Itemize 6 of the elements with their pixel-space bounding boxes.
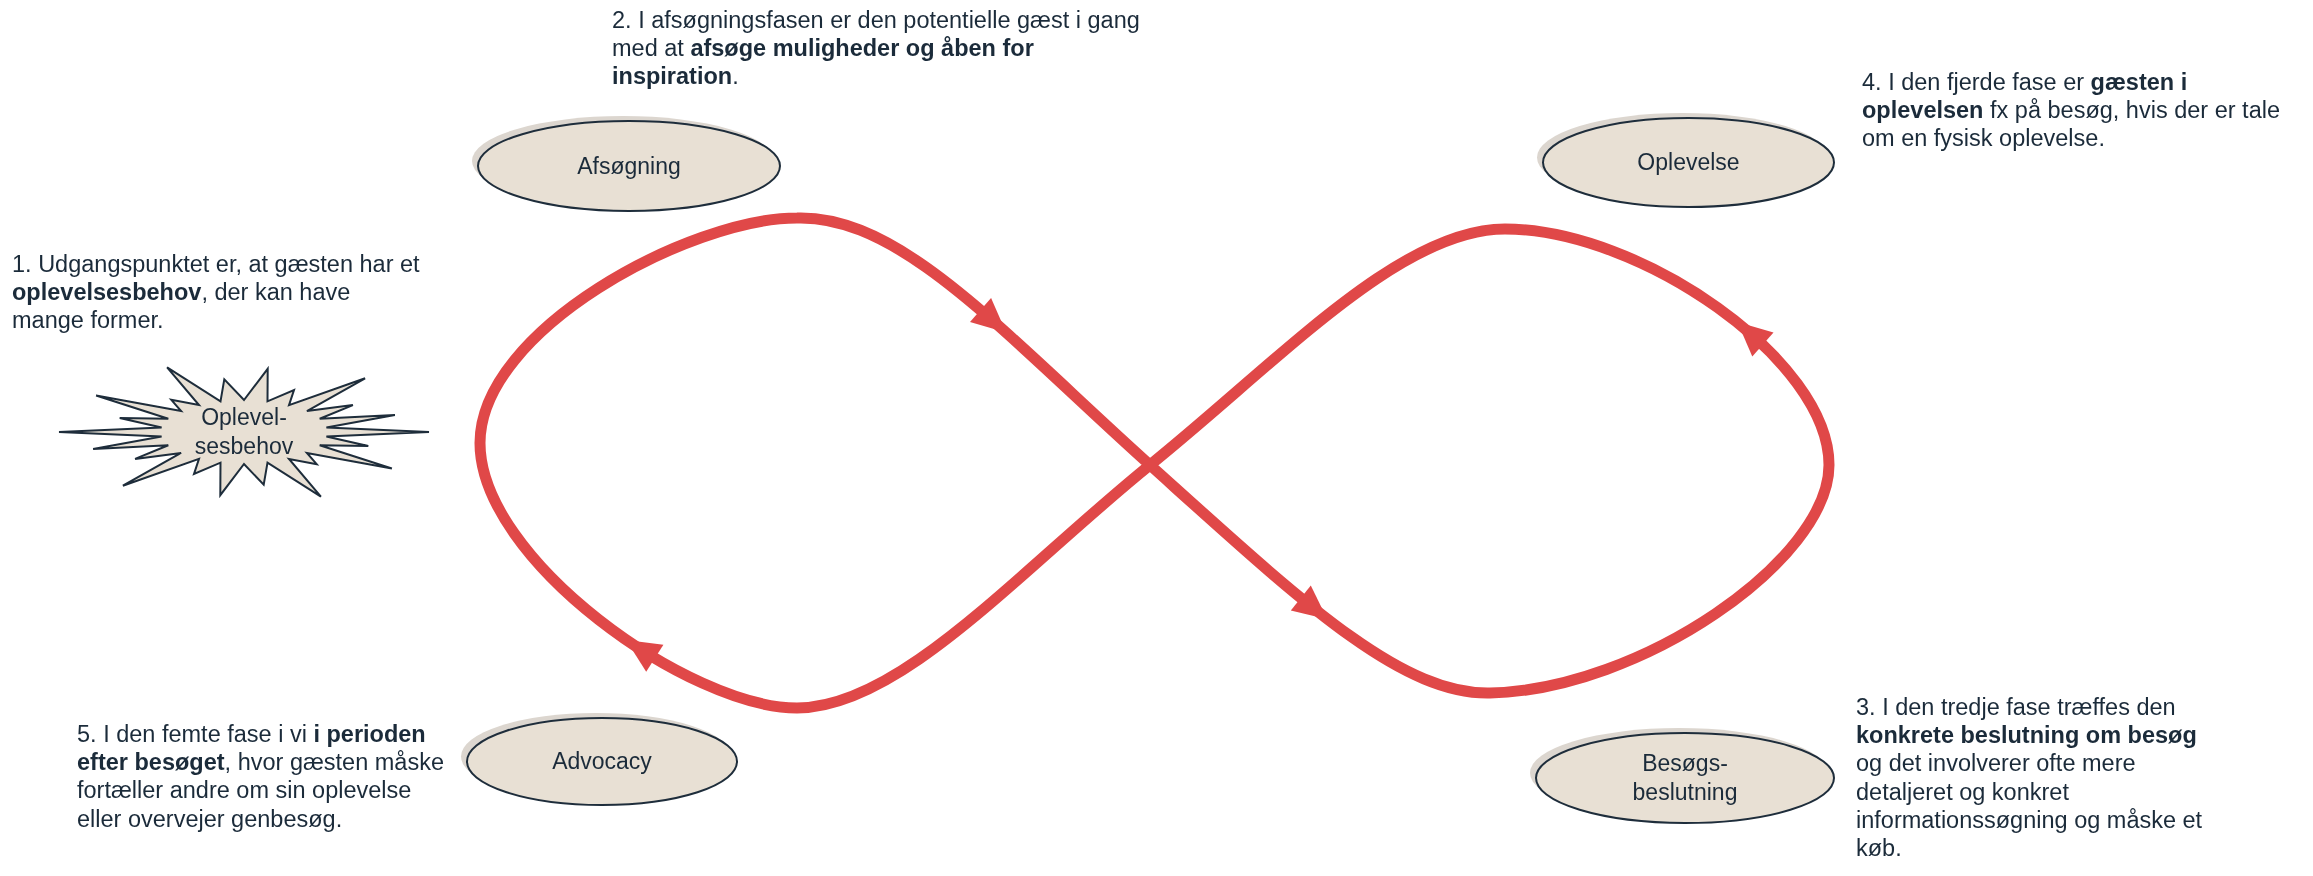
- phase-description: 1. Udgangspunktet er, at gæsten har et oplevelsesbehov, der kan have mange former.: [12, 250, 421, 335]
- phase-description: 4. I den fjerde fase er gæsten i oplevelsen fx på besøg, hvis der er tale om en fysisk oplevelse.: [1862, 68, 2281, 153]
- phase-description: 3. I den tredje fase træffes den konkrete beslutning om besøg og det involverer ofte mere detaljeret og konkret informationssøgning og måske et køb.: [1856, 693, 2204, 863]
- phase-description: 2. I afsøgningsfasen er den potentielle gæst i gang med at afsøge muligheder og åben for inspiration.: [612, 6, 1141, 91]
- phase-label: Oplevel-sesbehov: [193, 403, 295, 461]
- phase-description: 5. I den femte fase i vi i perioden efter besøget, hvor gæsten måske fortæller andre om sin oplevelse eller overvejer genbesøg.: [77, 720, 445, 833]
